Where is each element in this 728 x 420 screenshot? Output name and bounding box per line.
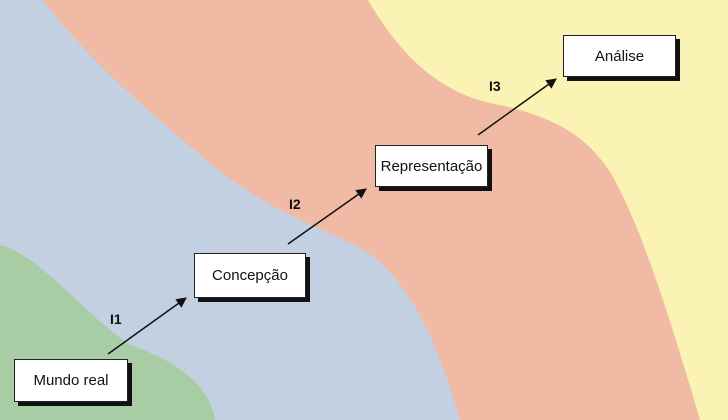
arrow-i3 <box>477 78 557 136</box>
region-conception <box>0 0 460 420</box>
transition-label-i3: I3 <box>489 78 501 94</box>
stage-label: Análise <box>594 47 645 65</box>
transition-label-i2: I2 <box>289 196 301 212</box>
arrow-i2 <box>287 188 367 245</box>
stage-box-analysis: Análise <box>563 35 676 77</box>
stage-box-conception: Concepção <box>194 253 306 298</box>
arrow-i1 <box>107 297 187 355</box>
stage-label: Representação <box>380 157 483 175</box>
stage-box-representation: Representação <box>375 145 488 187</box>
stage-label: Mundo real <box>33 372 109 389</box>
stage-box-real-world: Mundo real <box>14 359 128 402</box>
stage-label: Concepção <box>212 267 288 284</box>
transition-label-i1: I1 <box>110 311 122 327</box>
